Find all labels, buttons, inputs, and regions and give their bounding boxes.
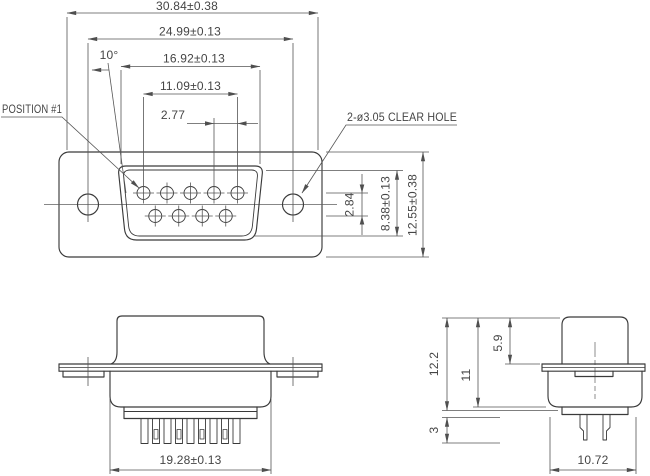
dim-pin-pitch-text: 2.77: [161, 108, 185, 122]
pin-7: [168, 205, 190, 227]
side-base: [561, 406, 629, 416]
dim-pin-length-text: 3: [427, 426, 441, 433]
side-pin-left: [579, 414, 588, 441]
pin-2: [156, 182, 178, 204]
pin: [198, 418, 206, 444]
dim-hole-spacing: 24.99±0.13: [87, 25, 294, 42]
pin-hole: [153, 429, 159, 440]
pin-9: [215, 205, 237, 227]
dim-shell-height-side-text: 5.9: [491, 334, 505, 351]
side-shell: [561, 316, 629, 365]
dim-body-depth-text: 10.72: [577, 453, 608, 467]
shroud-outline: [110, 315, 271, 365]
side-body: [547, 370, 643, 408]
dim-shell-height: 8.38±0.13: [254, 170, 403, 237]
label-clear-hole-text: 2-ø3.05 CLEAR HOLE: [347, 110, 457, 124]
pin-hole: [199, 429, 205, 440]
pin-5: [227, 97, 248, 204]
pin: [186, 418, 195, 444]
pin: [163, 418, 172, 444]
mounting-hole-right: [281, 43, 305, 222]
pin-6: [144, 205, 166, 227]
dim-pin-pitch: 2.77: [161, 108, 258, 126]
dim-shell-angle: 10°: [91, 48, 127, 194]
pin: [152, 418, 160, 444]
label-position-1: POSITION #1: [1, 102, 140, 189]
dim-pin-row-spacing-text: 2.84: [343, 192, 357, 216]
dim-shell-width-text: 16.92±0.13: [163, 52, 225, 66]
dim-total-height-text: 12.2: [427, 352, 441, 376]
dim-overall-width-text: 30.84±0.38: [156, 0, 218, 13]
side-view: 12.2 11 5.9 3 10.72: [427, 316, 646, 474]
front-view: [44, 43, 337, 258]
flange-tab-left: [62, 370, 105, 378]
side-pin-right: [602, 414, 611, 441]
pin-3: [180, 182, 201, 204]
label-position-1-text: POSITION #1: [2, 102, 62, 116]
dim-shell-angle-text: 10°: [100, 48, 119, 62]
pin-row-top: [133, 97, 248, 204]
dim-insulator-width-text: 19.28±0.13: [160, 453, 222, 467]
dim-total-height: 12.2: [427, 317, 560, 411]
dim-body-height-side: 11: [459, 317, 546, 408]
mounting-hole-left: [76, 43, 100, 222]
pin-8: [191, 205, 213, 227]
dim-body-height-side-text: 11: [459, 368, 473, 381]
pin-1: [133, 97, 154, 204]
pin-hole: [222, 429, 228, 440]
dim-pin-row-spacing: 2.84: [326, 174, 368, 235]
pin: [140, 418, 149, 444]
flange-tab-right: [276, 370, 319, 378]
dim-hole-spacing-text: 24.99±0.13: [159, 25, 221, 39]
dim-pin-span: 11.09±0.13: [143, 79, 238, 97]
solder-pins: [140, 418, 241, 444]
dim-pin-span-text: 11.09±0.13: [160, 79, 221, 93]
dim-body-height-text: 12.55±0.38: [406, 174, 420, 236]
dim-overall-width: 30.84±0.38: [66, 0, 319, 150]
dim-shell-height-text: 8.38±0.13: [379, 176, 393, 231]
bottom-view: 19.28±0.13: [58, 315, 323, 474]
insulator-body: [109, 370, 272, 408]
dim-body-depth: 10.72: [549, 417, 637, 474]
dim-shell-height-side: 5.9: [491, 317, 540, 365]
side-flange-tab: [574, 370, 614, 378]
pin-4: [203, 118, 225, 204]
pin-hole: [176, 429, 182, 440]
dim-insulator-width: 19.28±0.13: [109, 399, 272, 474]
dim-body-height: 12.55±0.38: [326, 151, 429, 258]
dim-shell-width: 16.92±0.13: [120, 52, 261, 164]
flange: [58, 363, 323, 372]
dim-pin-length: 3: [427, 417, 500, 444]
pin-row-bottom: [144, 205, 237, 227]
pin: [232, 418, 241, 444]
pin: [221, 418, 229, 444]
d-shell-outer: [118, 165, 263, 241]
side-flange: [541, 363, 646, 372]
pin: [209, 418, 218, 444]
pin: [175, 418, 183, 444]
